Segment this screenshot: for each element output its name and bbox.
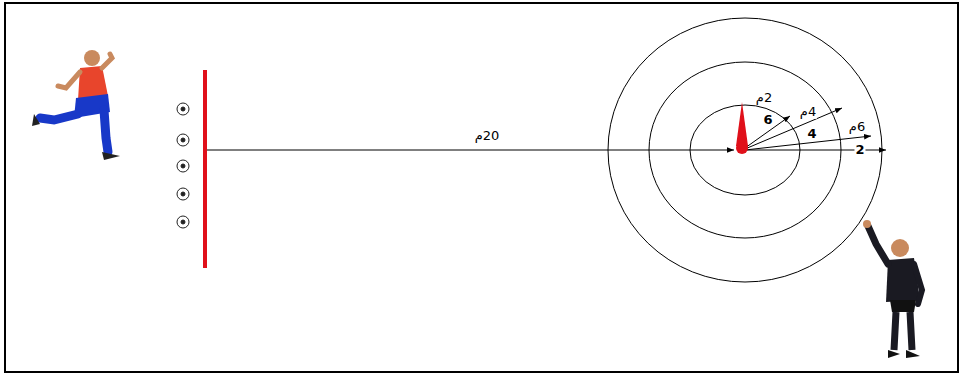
score-number: 2 [854, 143, 865, 157]
radius-label: 2م [755, 91, 773, 105]
player-figure [32, 50, 120, 160]
cone [736, 102, 748, 146]
radius-arrow [745, 108, 842, 149]
frame [5, 3, 958, 372]
referee-figure [863, 220, 922, 358]
balls [177, 103, 189, 228]
score-number: 4 [806, 127, 817, 141]
distance-label: 20م [474, 129, 501, 143]
radius-label: 4م [799, 105, 817, 119]
score-number: 6 [762, 113, 773, 127]
start-line [203, 70, 207, 268]
radius-label: 6م [848, 120, 866, 134]
distance-arrow [207, 150, 734, 151]
cone-base [736, 142, 748, 154]
